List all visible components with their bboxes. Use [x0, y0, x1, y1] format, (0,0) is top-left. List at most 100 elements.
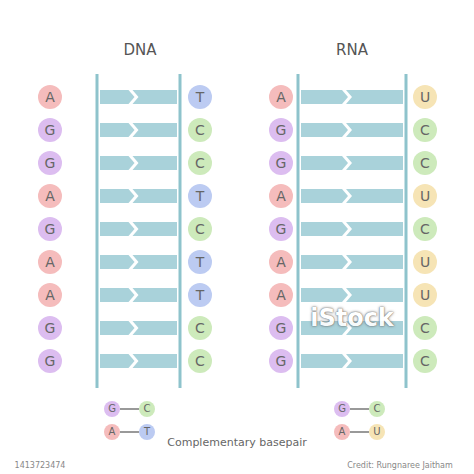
base-letter: C — [374, 404, 381, 414]
base-letter: A — [276, 189, 286, 203]
base-bar — [100, 156, 135, 170]
base-bar — [346, 222, 403, 236]
base-letter: U — [420, 90, 430, 104]
base-bar — [301, 123, 348, 137]
base-circle: T — [188, 85, 212, 109]
base-letter: C — [420, 354, 430, 368]
base-bar — [133, 354, 178, 368]
base-bar — [346, 90, 403, 104]
base-letter: G — [276, 156, 287, 170]
base-circle: G — [269, 349, 293, 373]
base-bar — [133, 288, 178, 302]
base-letter: G — [108, 404, 116, 414]
base-letter: U — [373, 427, 380, 437]
base-letter: U — [420, 255, 430, 269]
base-circle: C — [413, 316, 437, 340]
base-bar — [301, 255, 348, 269]
base-bar — [346, 354, 403, 368]
base-bar — [346, 189, 403, 203]
base-letter: A — [109, 427, 116, 437]
strand-title: RNA — [336, 41, 368, 59]
base-circle: A — [269, 85, 293, 109]
base-bar — [301, 90, 348, 104]
base-bar — [133, 123, 178, 137]
base-circle: U — [369, 424, 385, 440]
base-circle: A — [269, 283, 293, 307]
caption: Complementary basepair — [167, 436, 307, 449]
base-bar — [100, 189, 135, 203]
base-letter: A — [276, 255, 286, 269]
base-letter: G — [45, 156, 56, 170]
strand-title: DNA — [123, 41, 156, 59]
base-bar — [100, 222, 135, 236]
base-letter: G — [45, 321, 56, 335]
base-circle: C — [413, 118, 437, 142]
base-circle: C — [188, 349, 212, 373]
base-letter: A — [276, 90, 286, 104]
base-letter: U — [420, 288, 430, 302]
base-circle: G — [269, 316, 293, 340]
pair-connector — [120, 408, 139, 410]
base-circle: A — [269, 250, 293, 274]
base-circle: A — [269, 184, 293, 208]
base-circle: T — [188, 184, 212, 208]
base-bar — [100, 354, 135, 368]
base-circle: A — [38, 85, 62, 109]
base-letter: C — [420, 123, 430, 137]
base-circle: T — [188, 283, 212, 307]
base-circle: A — [334, 424, 350, 440]
base-bar — [133, 255, 178, 269]
rna-backbone — [405, 74, 408, 388]
base-circle: U — [413, 85, 437, 109]
base-circle: G — [269, 118, 293, 142]
base-circle: C — [413, 217, 437, 241]
base-letter: T — [196, 288, 205, 302]
base-circle: G — [334, 401, 350, 417]
watermark-id: 1413723474 — [15, 461, 66, 470]
base-circle: C — [413, 349, 437, 373]
base-circle: G — [269, 151, 293, 175]
base-letter: U — [420, 189, 430, 203]
base-circle: U — [413, 250, 437, 274]
base-letter: C — [195, 156, 205, 170]
base-bar — [133, 189, 178, 203]
base-circle: U — [413, 184, 437, 208]
base-bar — [301, 354, 348, 368]
watermark-credit: Credit: Rungnaree Jaitham — [347, 461, 453, 470]
base-bar — [100, 90, 135, 104]
base-letter: T — [144, 427, 150, 437]
base-bar — [100, 288, 135, 302]
base-letter: C — [195, 321, 205, 335]
base-letter: G — [276, 123, 287, 137]
base-bar — [346, 288, 403, 302]
base-bar — [133, 222, 178, 236]
dna-backbone — [179, 74, 182, 388]
base-bar — [301, 222, 348, 236]
base-bar — [346, 255, 403, 269]
base-circle: C — [188, 217, 212, 241]
pair-connector — [350, 408, 369, 410]
base-circle: C — [188, 118, 212, 142]
base-circle: G — [38, 316, 62, 340]
base-letter: C — [420, 222, 430, 236]
base-letter: T — [196, 90, 205, 104]
rna-backbone — [297, 74, 300, 388]
base-circle: A — [38, 184, 62, 208]
base-circle: A — [104, 424, 120, 440]
base-letter: A — [45, 90, 55, 104]
pair-connector — [120, 431, 139, 433]
base-bar — [100, 321, 135, 335]
dna-backbone — [96, 74, 99, 388]
base-bar — [301, 288, 348, 302]
base-circle: T — [188, 250, 212, 274]
base-letter: A — [45, 288, 55, 302]
base-circle: G — [38, 151, 62, 175]
base-letter: A — [339, 427, 346, 437]
base-circle: C — [188, 316, 212, 340]
base-bar — [346, 123, 403, 137]
base-bar — [133, 90, 178, 104]
base-letter: C — [195, 222, 205, 236]
base-letter: A — [45, 255, 55, 269]
